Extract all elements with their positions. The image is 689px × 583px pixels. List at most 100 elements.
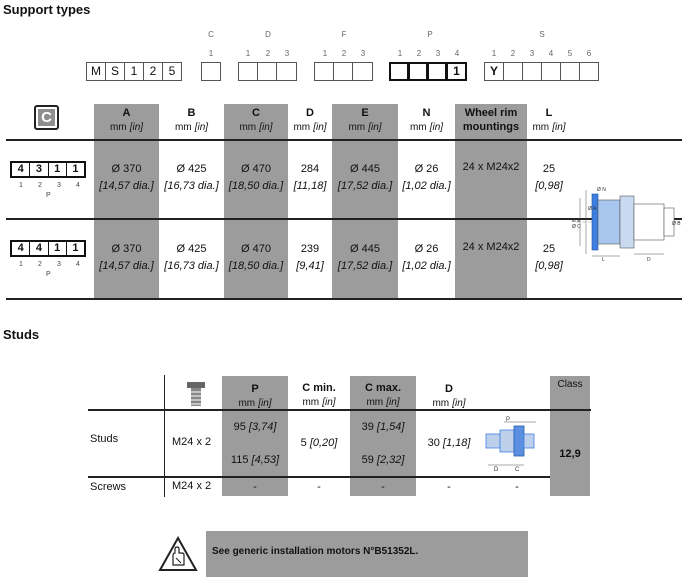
- hub-drawing: Ø N Ø E Ø C Ø A Ø B L D: [572, 187, 681, 262]
- studs-col-header-class: Class: [557, 379, 583, 390]
- diagram-label-d: D: [647, 257, 651, 262]
- studs-thread: M24 x 2: [172, 436, 212, 448]
- code-pos: 2: [38, 261, 42, 268]
- cell-e: Ø 445[17,52 dia.]: [337, 163, 393, 192]
- cell-wheel-rim: 24 x M24x2: [462, 161, 520, 173]
- label-s: S: [539, 30, 545, 39]
- cell-b: Ø 425[16,73 dia.]: [164, 243, 219, 272]
- pos-p-2: 2: [416, 49, 422, 58]
- studs-rule-top: [88, 409, 591, 411]
- code-pos: 1: [19, 182, 23, 189]
- studs-cmin: 5 [0,20]: [300, 437, 338, 449]
- studs-vline: [164, 375, 165, 497]
- code-box-p1: [389, 62, 409, 81]
- code-pos: 3: [57, 182, 61, 189]
- note-box: [206, 531, 528, 577]
- code-box-s4: [541, 62, 561, 81]
- pos-p-4: 4: [454, 49, 460, 58]
- label-p: P: [427, 30, 433, 39]
- pos-p-3: 3: [435, 49, 441, 58]
- pos-s-6: 6: [586, 49, 592, 58]
- code-box-d2: [257, 62, 277, 81]
- pos-s-3: 3: [529, 49, 535, 58]
- pos-s-4: 4: [548, 49, 554, 58]
- code-char: 1: [124, 62, 144, 81]
- label-c: C: [208, 30, 214, 39]
- code-pos: 4: [76, 182, 80, 189]
- studs-cmax-2: 59 [2,32]: [361, 454, 405, 466]
- warning-hand-icon: [158, 536, 198, 571]
- diagram-label-n: Ø N: [597, 187, 606, 193]
- studs-col-header-cmin: C min.mm [in]: [302, 382, 336, 408]
- screws-cmin: -: [317, 481, 321, 493]
- code-box-s6: [579, 62, 599, 81]
- code-box-p2: [408, 62, 428, 81]
- pos-d-2: 2: [265, 49, 271, 58]
- section-title-support-types: Support types: [3, 2, 91, 17]
- studs-col-header-cmax: C max.mm [in]: [364, 382, 402, 408]
- pos-s-2: 2: [510, 49, 516, 58]
- table-rule-top: [6, 139, 682, 141]
- pos-p-1: 1: [397, 49, 403, 58]
- diagram-label-a: Ø A: [588, 206, 597, 212]
- code-letter: P: [46, 192, 51, 199]
- code-box-c: [201, 62, 221, 81]
- col-header-wheel-rim: Wheel rim mountings: [462, 107, 520, 133]
- pos-f-2: 2: [341, 49, 347, 58]
- code-pos: 2: [38, 182, 42, 189]
- code-letter: P: [46, 271, 51, 278]
- cell-c: Ø 470[18,50 dia.]: [228, 243, 284, 272]
- pos-s-1: 1: [491, 49, 497, 58]
- cell-d: 239[9,41]: [296, 243, 324, 272]
- badge-c-label: C: [38, 109, 55, 126]
- pos-s-5: 5: [567, 49, 573, 58]
- code-box-s2: [503, 62, 523, 81]
- gray-column-a: [94, 104, 159, 298]
- label-f: F: [341, 30, 347, 39]
- code-box-s1: Y: [484, 62, 504, 81]
- row-label-studs: Studs: [90, 433, 119, 445]
- code-box-p3: [427, 62, 447, 81]
- diagram-label-l: L: [602, 257, 605, 262]
- screws-thread: M24 x 2: [172, 480, 212, 492]
- studs-cmax-1: 39 [1,54]: [361, 421, 405, 433]
- pos-d-1: 1: [245, 49, 251, 58]
- studs-rule-mid: [88, 476, 550, 478]
- code-box-d1: [238, 62, 258, 81]
- stud-drawing: P D C: [485, 417, 536, 472]
- stud-label-c: C: [515, 467, 520, 472]
- code-box-s3: [522, 62, 542, 81]
- cell-a: Ø 370[14,57 dia.]: [99, 243, 154, 272]
- cell-e: Ø 445[17,52 dia.]: [337, 243, 393, 272]
- pos-f-1: 1: [322, 49, 328, 58]
- diagram-label-e: Ø E: [572, 218, 581, 224]
- cell-l: 25[0,98]: [535, 243, 563, 272]
- label-d: D: [265, 30, 271, 39]
- code-pos: 1: [19, 261, 23, 268]
- screws-p: -: [253, 481, 257, 493]
- badge-c: C: [34, 105, 59, 130]
- cell-b: Ø 425[16,73 dia.]: [164, 163, 219, 192]
- cell-l: 25[0,98]: [535, 163, 563, 192]
- gray-column-class: [550, 376, 590, 496]
- stud-label-p: P: [506, 417, 510, 423]
- screws-d: -: [447, 481, 451, 493]
- studs-d: 30 [1,18]: [427, 437, 471, 449]
- pos-d-3: 3: [284, 49, 290, 58]
- cell-n: Ø 26[1,02 dia.]: [402, 163, 451, 192]
- section-title-studs: Studs: [3, 327, 40, 342]
- row-label-screws: Screws: [90, 481, 127, 493]
- note-text: See generic installation motors N°B51352…: [212, 546, 419, 557]
- code-box-p4: 1: [446, 62, 467, 81]
- code-box-f1: [314, 62, 334, 81]
- cell-wheel-rim: 24 x M24x2: [462, 241, 520, 253]
- code-box-f3: [352, 62, 373, 81]
